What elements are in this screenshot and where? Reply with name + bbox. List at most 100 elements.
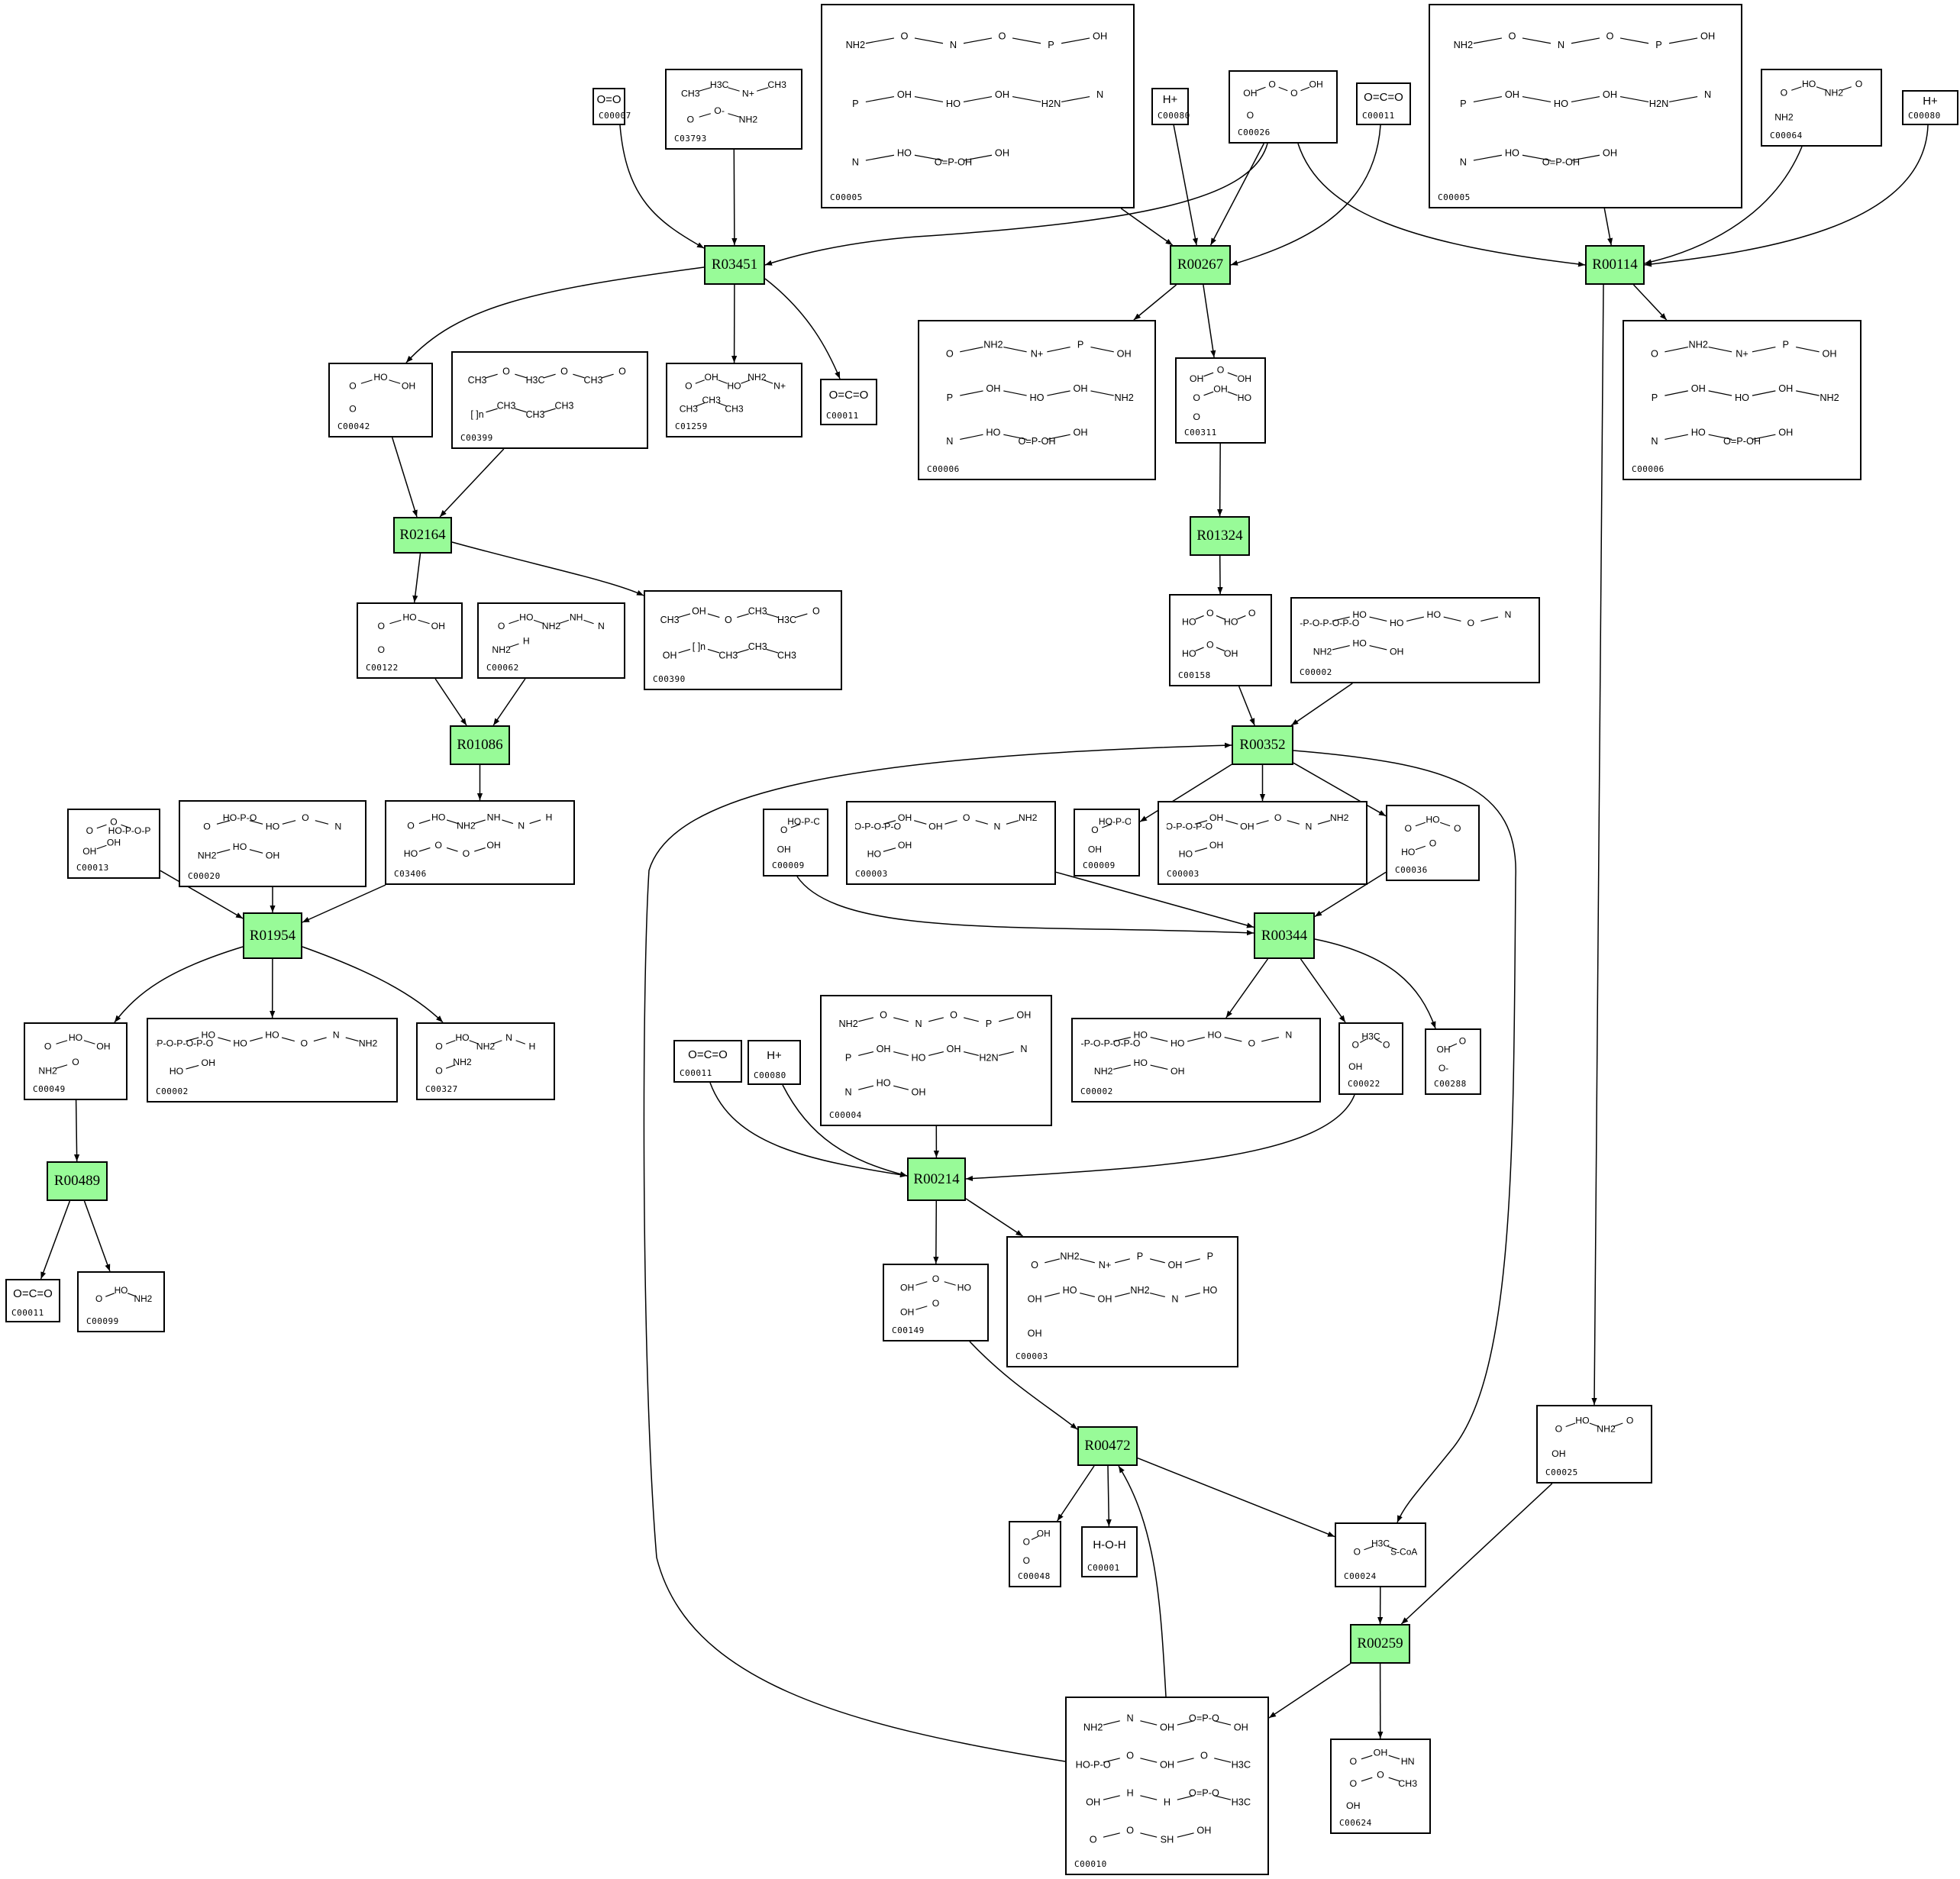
atom-label: OH	[1374, 1748, 1388, 1758]
atom-label: O	[1349, 1756, 1357, 1767]
edge-r03451-to-c00011b	[764, 278, 841, 379]
compound-node-c00009[interactable]: OHO-P-OHOHC00009	[763, 809, 828, 877]
bond-line	[728, 87, 740, 92]
reaction-node-r00489[interactable]: R00489	[47, 1161, 108, 1201]
reaction-node-r03451[interactable]: R03451	[704, 245, 765, 285]
compound-id-label: C00099	[86, 1316, 119, 1326]
atom-label: P	[852, 98, 859, 109]
edge-r00472-to-c00024	[1137, 1458, 1335, 1538]
reaction-label: R00114	[1592, 257, 1638, 273]
reaction-node-r00472[interactable]: R00472	[1077, 1426, 1138, 1466]
reaction-node-r00114[interactable]: R00114	[1585, 245, 1645, 285]
edge-c00399-to-r02164	[439, 448, 505, 518]
bond-line	[1194, 847, 1208, 852]
bond-line	[795, 613, 808, 618]
compound-id-label: C00042	[337, 421, 370, 431]
atom-label: HO	[1735, 392, 1749, 403]
bond-line	[1047, 346, 1070, 353]
bond-line	[1522, 37, 1552, 44]
bond-line	[1090, 390, 1114, 396]
atom-label: HO	[202, 1029, 215, 1040]
reaction-node-r00344[interactable]: R00344	[1254, 912, 1315, 959]
compound-node-c00080[interactable]: H+C00080	[1902, 90, 1958, 125]
reaction-node-r00352[interactable]: R00352	[1232, 725, 1293, 765]
atom-label: HO	[1390, 618, 1404, 628]
edge-c00010-to-r00352	[643, 742, 1232, 1762]
reaction-node-r01324[interactable]: R01324	[1190, 516, 1250, 556]
atom-label: OH	[1028, 1294, 1042, 1305]
atom-label: OH	[96, 1041, 110, 1051]
edge-r00352-to-c00036	[1293, 762, 1387, 817]
atom-label: H2N	[1041, 98, 1061, 109]
atom-label: OH	[1823, 348, 1837, 359]
reaction-node-r02164[interactable]: R02164	[393, 517, 452, 554]
compound-node-c00009[interactable]: OHO-P-OHOHC00009	[1074, 809, 1140, 877]
compound-node-c00080[interactable]: H+C00080	[1151, 88, 1190, 125]
atom-label: N+	[773, 380, 786, 391]
bond-line	[1473, 96, 1502, 102]
bond-line	[218, 1037, 231, 1042]
reaction-node-r01086[interactable]: R01086	[450, 725, 510, 765]
reaction-label: R00344	[1261, 927, 1308, 944]
atom-label: OH	[912, 1086, 926, 1097]
compound-node-c00080[interactable]: H+C00080	[748, 1040, 801, 1085]
reaction-node-r00259[interactable]: R00259	[1350, 1624, 1410, 1664]
reaction-node-r00214[interactable]: R00214	[907, 1157, 966, 1201]
structure-image: H+	[754, 1044, 795, 1067]
edge-c00149-to-r00472	[969, 1341, 1078, 1430]
reaction-node-r00267[interactable]: R00267	[1170, 245, 1231, 285]
atom-label: OH	[1037, 1529, 1051, 1538]
atom-label: O	[435, 1065, 443, 1076]
bond-line	[944, 1281, 956, 1286]
atom-label: NH2	[846, 39, 866, 50]
atom-label: NH2	[838, 1019, 857, 1029]
reaction-node-r01954[interactable]: R01954	[243, 912, 302, 959]
atom-label: OH	[1074, 427, 1088, 437]
bond-line	[1150, 1292, 1165, 1298]
